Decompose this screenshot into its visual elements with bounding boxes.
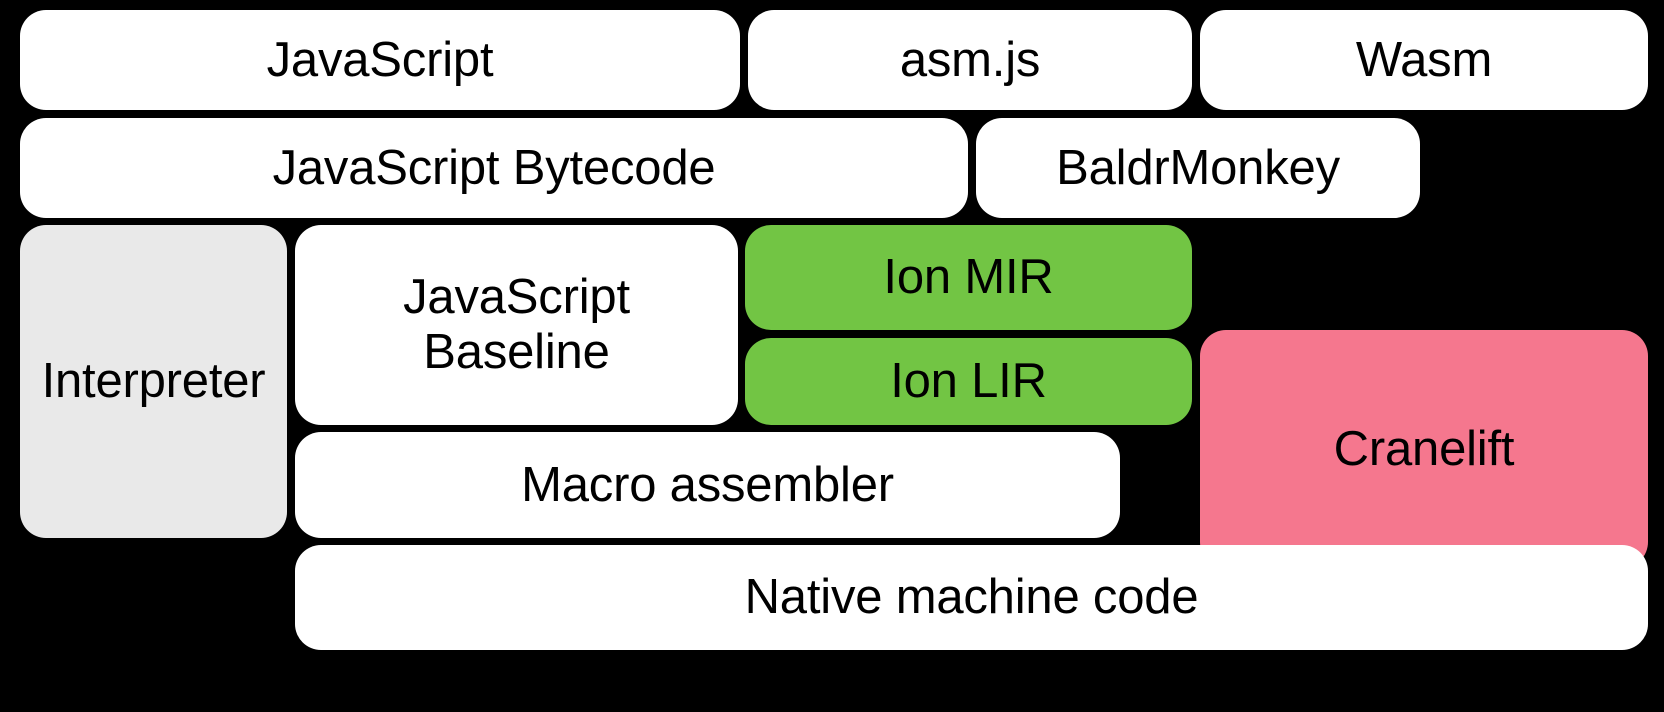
node-macro-assembler[interactable]: Macro assembler: [295, 432, 1120, 538]
node-cranelift[interactable]: Cranelift: [1200, 330, 1648, 568]
node-wasm[interactable]: Wasm: [1200, 10, 1648, 110]
node-baldrmonkey[interactable]: BaldrMonkey: [976, 118, 1420, 218]
node-native-machine-code[interactable]: Native machine code: [295, 545, 1648, 650]
node-javascript-bytecode[interactable]: JavaScript Bytecode: [20, 118, 968, 218]
node-ion-mir[interactable]: Ion MIR: [745, 225, 1192, 330]
node-interpreter[interactable]: Interpreter: [20, 225, 287, 538]
node-javascript-baseline[interactable]: JavaScript Baseline: [295, 225, 738, 425]
node-ion-lir[interactable]: Ion LIR: [745, 338, 1192, 425]
node-asmjs[interactable]: asm.js: [748, 10, 1192, 110]
node-javascript[interactable]: JavaScript: [20, 10, 740, 110]
